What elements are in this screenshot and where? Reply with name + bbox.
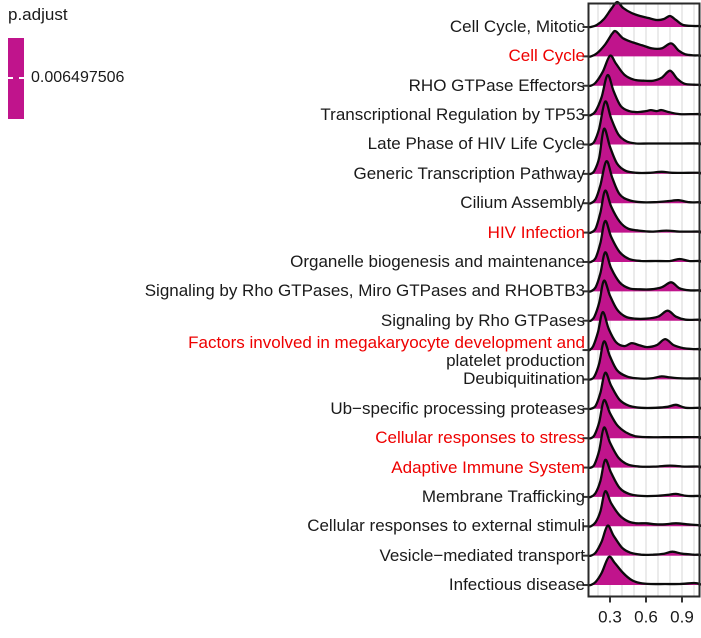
ridge-density-curve [587,426,701,469]
ridge-density-curve [587,127,701,176]
ridge-density-curve [587,73,701,117]
ridge-density-curve [587,0,701,29]
ridge-density-curve [587,555,701,587]
ridge-density-curve [587,54,701,88]
x-tick-label: 0.3 [598,608,622,627]
x-tick-label: 0.9 [670,608,694,627]
ridge-density-curve [587,100,701,146]
x-tick-label: 0.6 [634,608,658,627]
ridge-density-curve [587,189,701,235]
ridge-density-curve [587,310,701,352]
legend-title: p.adjust [8,5,68,24]
ridge-density-curve [587,279,701,323]
ridge-density-curve [587,524,701,558]
ridge-density-curve [587,160,701,205]
ridge-density-curve [587,251,701,293]
ridge-density-curve [587,219,701,264]
ridge-density-curve [587,399,701,440]
ridge-density-curve [587,29,701,58]
legend-value: 0.006497506 [31,69,125,86]
panel-border [587,2,701,598]
ridge-density-curve [587,458,701,499]
legend-colorbar [8,38,24,119]
legend-tick-mark [19,77,24,79]
ridge-density-curve [587,490,701,528]
legend-tick-mark [8,77,13,79]
ridge-density-curve [587,371,701,411]
ridge-density-curve [587,340,701,381]
